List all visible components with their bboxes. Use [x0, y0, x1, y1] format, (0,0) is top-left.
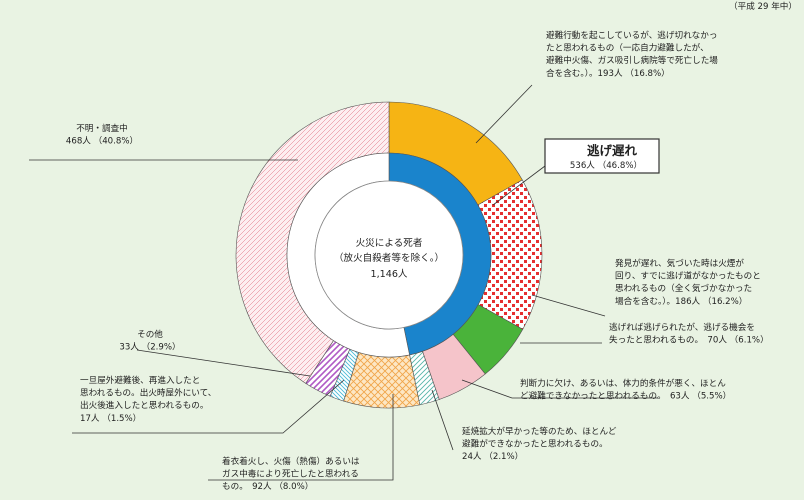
slice-label-line: 判断力に欠け、あるいは、体力的条件が悪く、ほとん: [520, 377, 726, 389]
slice-label-line: 思われるもの。出火時屋外にいて、: [80, 387, 216, 399]
slice-label-line: 回り、すでに逃げ道がなかったものと: [615, 270, 761, 282]
slice-label-line: 24人 （2.1%）: [462, 451, 523, 462]
center-subtitle: （放火自殺者等を除く。）: [334, 252, 444, 264]
slice-label-line: たと思われるもの（一応自力避難したが、: [546, 42, 709, 54]
callout-value: 536人 （46.8%）: [570, 160, 642, 171]
slice-label-line: 避難行動を起こしているが、逃げ切れなかっ: [546, 29, 717, 41]
center-hole: [314, 180, 464, 330]
leader-line: [492, 165, 546, 206]
slice-label-line: 出火後進入したと思われるもの。: [80, 399, 208, 411]
leader-line: [531, 294, 606, 317]
slice-label-line: 場合を含む。）。186人 （16.2%）: [615, 295, 747, 307]
slice-label-line: ど避難できなかったと思われるもの。 63人 （5.5%）: [520, 390, 731, 402]
slice-label-line: 33人 （2.9%）: [119, 342, 180, 353]
slice-label-line: 不明・調査中: [76, 122, 128, 134]
slice-label-line: ガス中毒により死亡したと思われる: [222, 468, 359, 480]
slice-label-line: 避難中火傷、ガス吸引し病院等で死亡した場: [546, 54, 718, 66]
leader-line: [136, 349, 311, 377]
slice-label-line: 発見が遅れ、気づいた時は火煙が: [615, 257, 744, 269]
slice-label-line: その他: [137, 328, 163, 340]
slice-label-line: 468人 （40.8%）: [66, 136, 138, 147]
callout-title: 逃げ遅れ: [587, 143, 638, 158]
period-label: （平成 29 年中）: [729, 0, 797, 12]
outer-ring: [235, 101, 543, 409]
slice-label-line: 思われるもの（全く気づかなかった: [615, 282, 752, 294]
center-title: 火災による死者: [356, 238, 423, 249]
slice-label-line: 避難ができなかったと思われるもの。: [462, 438, 608, 450]
slice-label-line: 一旦屋外避難後、再進入したと: [80, 374, 200, 386]
callout-box: [544, 138, 660, 174]
leader-line: [475, 84, 533, 144]
slice-label-line: 着衣着火し、火傷（熱傷）あるいは: [222, 455, 360, 467]
leader-lines: [29, 84, 658, 481]
slice-label-line: 延焼拡大が早かった等のため、ほとんど: [462, 425, 617, 437]
leader-line: [208, 394, 394, 481]
center-total: 1,146人: [370, 269, 407, 280]
slice-label-line: 失ったと思われるもの。 70人 （6.1%）: [609, 334, 769, 346]
leader-line: [431, 389, 454, 451]
slice-label-line: 17人 （1.5%）: [80, 413, 141, 424]
leader-line: [461, 379, 658, 399]
outer-labels: 避難行動を起こしているが、逃げ切れなかったと思われるもの（一応自力避難したが、避…: [66, 29, 769, 492]
leader-line: [72, 379, 345, 434]
slice-label-line: 逃げれば逃げられたが、逃げる機会を: [609, 321, 755, 333]
slice-label-line: 合を含む。）。193人 （16.8%）: [546, 67, 670, 79]
slice-label-line: もの。 92人 （8.0%）: [222, 481, 313, 492]
